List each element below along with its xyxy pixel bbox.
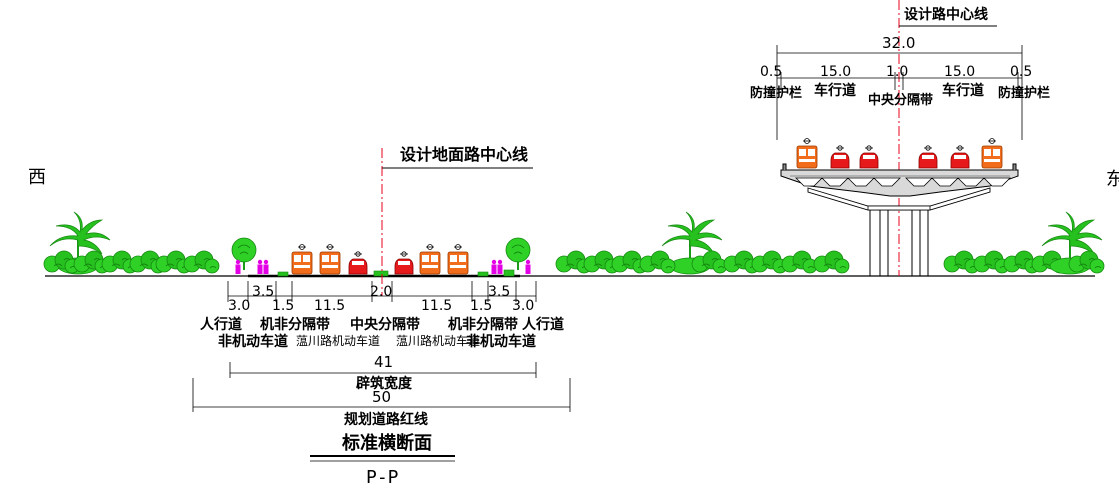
label-bike-right: 非机动车道 <box>466 333 536 350</box>
left-trees <box>43 211 257 275</box>
bridge-deck <box>780 163 1019 197</box>
dim-lane-left: 11.5 <box>314 298 345 314</box>
elevated-label-lane-left: 车行道 <box>814 82 856 99</box>
label-sidewalk-right: 人行道 <box>522 316 564 333</box>
dim-sidewalk-right: 3.5 <box>488 284 510 300</box>
direction-west: 西 <box>28 167 46 188</box>
dim-lane-right: 11.5 <box>421 298 452 314</box>
dim-bike-right: 3.0 <box>512 298 534 314</box>
section-id: P-P <box>366 467 399 488</box>
right-trees <box>943 211 1105 275</box>
elevated-dim-barrier-left: 0.5 <box>760 64 782 80</box>
label-sidewalk-left: 人行道 <box>200 316 242 333</box>
building-width-value: 41 <box>374 353 393 371</box>
dim-separator-left: 1.5 <box>272 298 294 314</box>
elevated-dim-lane-left: 15.0 <box>820 64 851 80</box>
building-width-label: 辟筑宽度 <box>356 375 413 392</box>
direction-east: 东 <box>1106 169 1119 190</box>
elevated-label-median: 中央分隔带 <box>868 92 933 108</box>
elevated-dimension-lines <box>776 45 1023 140</box>
elevated-dim-barrier-right: 0.5 <box>1010 64 1032 80</box>
elevated-dim-lane-right: 15.0 <box>944 64 975 80</box>
dim-median: 2.0 <box>370 284 392 300</box>
label-bike-left: 非机动车道 <box>218 333 288 350</box>
section-title: 标准横断面 <box>341 432 432 454</box>
label-separator-left: 机非分隔带 <box>260 316 330 333</box>
dim-separator-right: 1.5 <box>470 298 492 314</box>
bridge-pier <box>807 187 991 276</box>
ground-centerline-label: 设计地面路中心线 <box>400 145 528 164</box>
ground-road <box>235 244 531 278</box>
dim-sidewalk-left: 3.5 <box>252 284 274 300</box>
red-line-width-value: 50 <box>372 388 391 406</box>
dim-bike-left: 3.0 <box>228 298 250 314</box>
label-lane-right: 蕰川路机动车道 <box>396 333 480 348</box>
elevated-total-width: 32.0 <box>882 34 915 52</box>
elevated-label-lane-right: 车行道 <box>942 82 984 99</box>
label-lane-left: 蕰川路机动车道 <box>296 333 380 348</box>
ground-dimension-lines <box>192 281 571 412</box>
middle-trees <box>555 211 850 275</box>
red-line-label: 规划道路红线 <box>344 411 428 428</box>
elevated-dim-median: 1.0 <box>886 64 908 80</box>
label-separator-right: 机非分隔带 <box>448 316 518 333</box>
label-median: 中央分隔带 <box>350 316 420 333</box>
elevated-centerline-label: 设计路中心线 <box>904 6 988 23</box>
elevated-label-barrier-right: 防撞护栏 <box>998 85 1050 101</box>
elevated-label-barrier-left: 防撞护栏 <box>750 85 802 101</box>
